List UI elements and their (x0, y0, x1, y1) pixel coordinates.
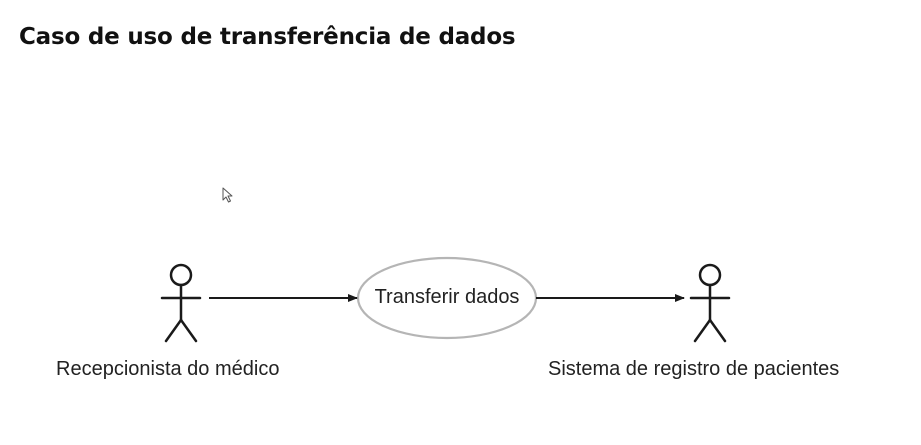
actor-receptionist-figure (160, 263, 202, 343)
use-case-label: Transferir dados (374, 286, 520, 308)
actor-label-receptionist: Recepcionista do médico (56, 358, 280, 380)
slide-title: Caso de uso de transferência de dados (19, 24, 516, 50)
actor-patient-system-figure (689, 263, 731, 343)
mouse-pointer-icon (222, 187, 233, 203)
actor-label-patient-system: Sistema de registro de pacientes (548, 358, 840, 380)
